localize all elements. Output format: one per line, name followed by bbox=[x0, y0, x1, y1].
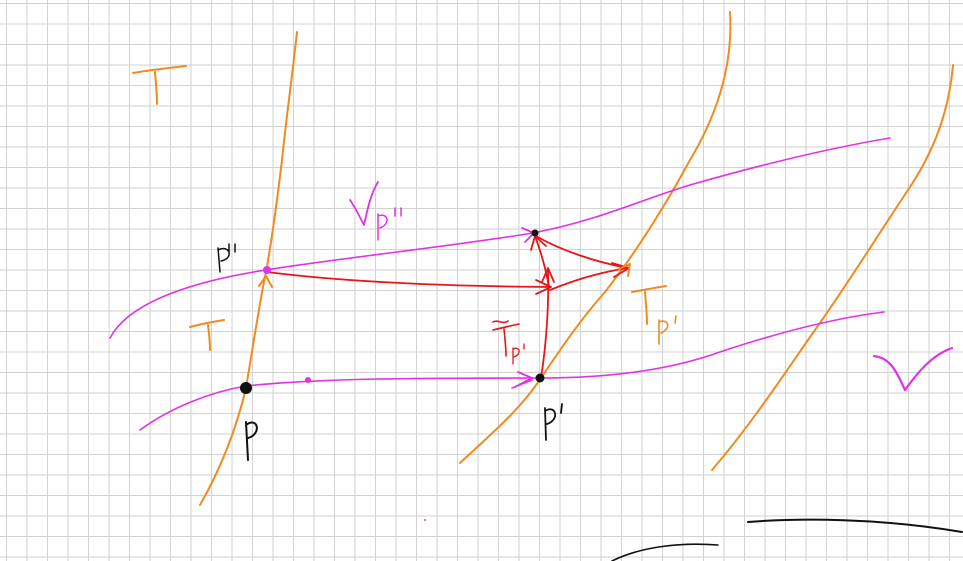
point-top-intersection bbox=[531, 229, 539, 237]
letter-t-p1-stem bbox=[644, 291, 648, 325]
letter-v-p2 bbox=[349, 181, 379, 226]
letter-t-top-bar bbox=[132, 65, 187, 74]
point-p1 bbox=[535, 373, 545, 383]
red-arrow-horizontal bbox=[266, 271, 551, 288]
black-arc-right bbox=[747, 518, 963, 533]
orange-arrowhead-p2 bbox=[258, 275, 273, 288]
orange-curve-left bbox=[199, 31, 298, 506]
orange-curve-middle bbox=[459, 11, 732, 464]
letter-t-mid-stem bbox=[207, 324, 211, 351]
point-p bbox=[240, 382, 252, 394]
letter-p-black bbox=[245, 421, 258, 461]
letter-t-mid-bar bbox=[189, 319, 225, 328]
letter-v-p2-subscript bbox=[377, 207, 402, 241]
red-arrowhead-vertical bbox=[541, 267, 555, 283]
letter-t-tilde-red bbox=[492, 320, 520, 357]
point-p2 bbox=[263, 266, 271, 274]
letter-p1-subscript bbox=[658, 315, 677, 345]
red-arrow-upper-vertical bbox=[534, 235, 550, 288]
point-tiny bbox=[424, 519, 426, 521]
magenta-arrowhead-p1 bbox=[514, 371, 533, 388]
red-arrow-diagonal-a bbox=[549, 267, 629, 291]
magenta-curve-upper bbox=[109, 137, 891, 339]
letter-t-p1-bar bbox=[631, 285, 667, 293]
red-arrowhead-horizontal bbox=[535, 279, 552, 295]
letter-p1-black bbox=[544, 403, 563, 441]
letter-v-right bbox=[872, 346, 954, 392]
orange-curve-right bbox=[711, 64, 954, 471]
orange-arrowhead-right bbox=[618, 263, 631, 277]
letter-p2-black bbox=[217, 243, 236, 273]
letter-t-tilde-subscript bbox=[512, 343, 525, 365]
red-arrow-diagonal-b bbox=[535, 235, 629, 269]
letter-t-top-stem bbox=[154, 71, 158, 105]
magenta-tick-p1 bbox=[511, 379, 533, 389]
black-arc-left bbox=[611, 543, 719, 561]
point-small-lower bbox=[305, 377, 311, 383]
